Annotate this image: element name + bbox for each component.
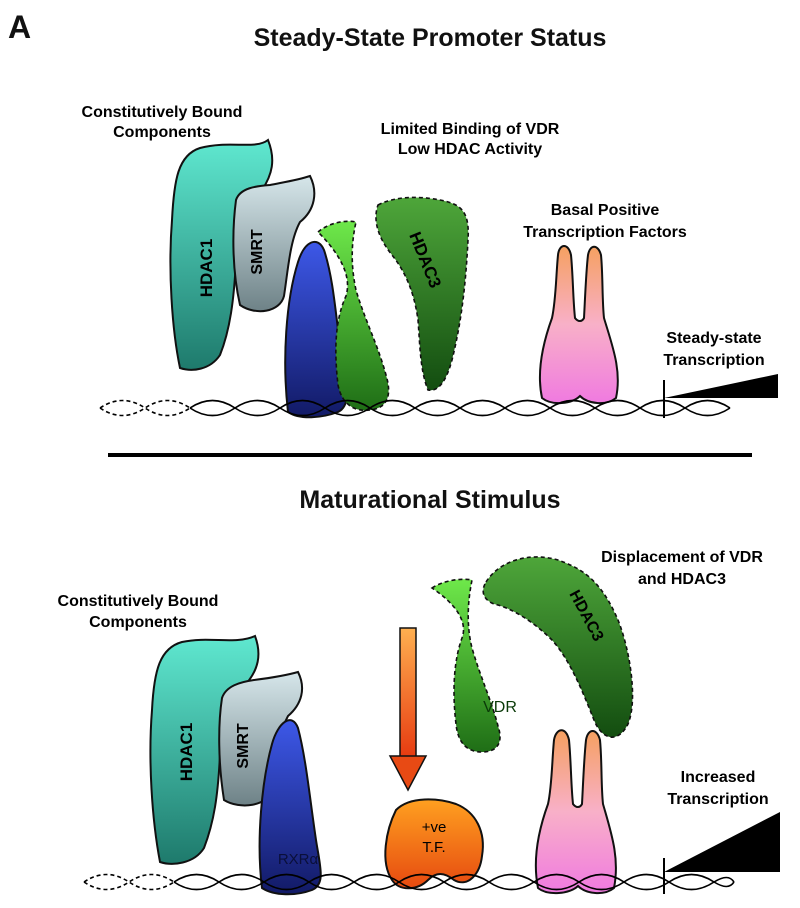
- top-panel: Constitutively Bound Components Limited …: [82, 104, 778, 419]
- top-smrt-label: SMRT: [249, 229, 266, 275]
- top-limited-label-1: Limited Binding of VDR: [381, 121, 560, 138]
- top-dna-helix: [99, 399, 731, 417]
- top-steady-label-2: Transcription: [663, 352, 764, 369]
- top-constitutive-label-1: Constitutively Bound: [82, 104, 243, 121]
- top-basal-label-1: Basal Positive: [551, 202, 660, 219]
- bottom-dna-helix: [83, 873, 735, 891]
- stimulus-arrow: [388, 627, 428, 792]
- bottom-smrt-label: SMRT: [235, 723, 252, 769]
- top-rxr-protein: [284, 240, 348, 419]
- bottom-vdr-protein: [430, 578, 501, 753]
- bottom-transcription-ramp: [664, 812, 780, 872]
- bottom-rxr-protein: [258, 719, 322, 896]
- top-steady-label-1: Steady-state: [666, 330, 761, 347]
- bottom-tf-label-1: +ve: [422, 819, 447, 836]
- top-limited-label-2: Low HDAC Activity: [398, 141, 542, 158]
- bottom-title: Maturational Stimulus: [299, 486, 560, 514]
- bottom-vdr-label: VDR: [483, 699, 517, 716]
- bottom-basal-tf-protein: [534, 729, 617, 894]
- bottom-rxr-label: RXRα: [278, 851, 319, 868]
- top-constitutive-label-2: Components: [113, 124, 211, 141]
- bottom-tf-label-2: T.F.: [422, 839, 445, 856]
- bottom-constitutive-label-2: Components: [89, 614, 187, 631]
- bottom-displacement-label-2: and HDAC3: [638, 571, 726, 588]
- top-basal-label-2: Transcription Factors: [523, 224, 687, 241]
- bottom-displacement-label-1: Displacement of VDR: [601, 549, 763, 566]
- bottom-increased-label-2: Transcription: [667, 791, 768, 808]
- top-vdr-protein: [316, 220, 390, 412]
- panel-letter: A: [8, 9, 31, 45]
- top-title: Steady-State Promoter Status: [254, 24, 607, 52]
- bottom-panel: Displacement of VDR and HDAC3 Constituti…: [58, 549, 780, 896]
- top-smrt-protein: [232, 174, 316, 313]
- top-hdac3-protein: [375, 196, 469, 391]
- bottom-hdac1-label: HDAC1: [177, 723, 196, 782]
- bottom-positive-tf-protein: [384, 798, 484, 890]
- bottom-constitutive-label-1: Constitutively Bound: [58, 593, 219, 610]
- bottom-hdac3-protein: [482, 556, 634, 738]
- top-hdac1-label: HDAC1: [197, 239, 216, 298]
- top-transcription-ramp: [664, 374, 778, 398]
- bottom-increased-label-1: Increased: [681, 769, 756, 786]
- top-basal-tf-protein: [538, 245, 619, 404]
